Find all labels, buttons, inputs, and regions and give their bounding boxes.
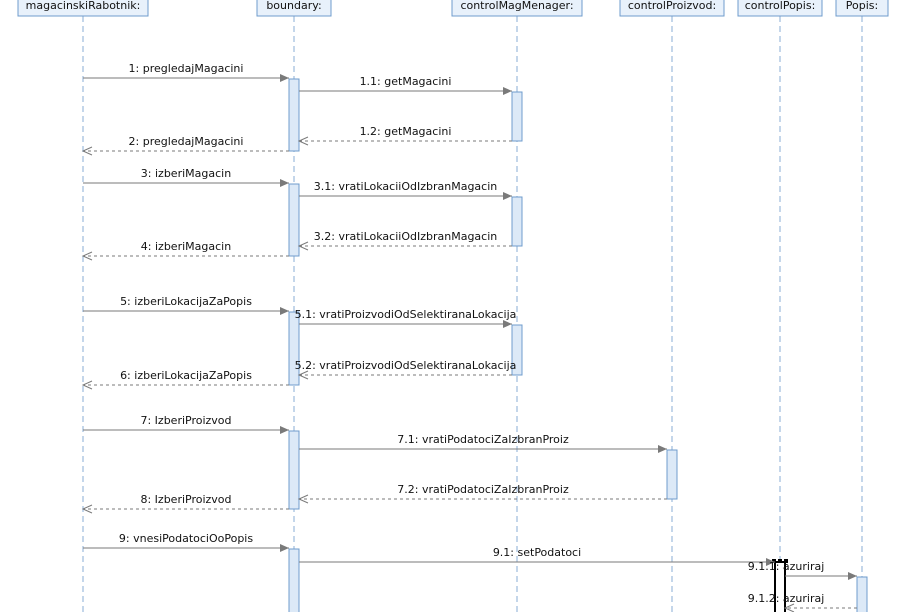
message-label: 6: izberiLokacijaZaPopis	[120, 369, 252, 382]
message-label: 7.2: vratiPodatociZaIzbranProiz	[397, 483, 569, 496]
message-reply[interactable]: 2: pregledajMagacini	[81, 135, 289, 156]
message-call[interactable]: 7.1: vratiPodatociZaIzbranProiz	[299, 433, 667, 453]
activation-bars	[288, 78, 868, 612]
lifeline-head[interactable]	[737, 0, 823, 17]
message-label: 3.2: vratiLokaciiOdIzbranMagacin	[314, 230, 498, 243]
message-label: 1.2: getMagacini	[360, 125, 452, 138]
message-label: 5.2: vratiProizvodiOdSelektiranaLokacija	[295, 359, 517, 372]
arrowhead-filled	[503, 87, 512, 95]
arrowhead-open	[783, 603, 795, 612]
message-label: 4: izberiMagacin	[141, 240, 231, 253]
activation-bar-boundary[interactable]	[288, 548, 300, 612]
selection-handle[interactable]	[778, 559, 782, 563]
lifeline-controlPopis[interactable]: controlPopis:	[737, 0, 823, 612]
message-call[interactable]: 1.1: getMagacini	[299, 75, 512, 95]
lifeline-head[interactable]	[17, 0, 149, 17]
lifeline-head[interactable]	[451, 0, 583, 17]
message-label: 7: IzberiProizvod	[140, 414, 231, 427]
activation-bar-boundary[interactable]	[288, 183, 300, 257]
arrowhead-open	[297, 241, 309, 251]
message-label: 1: pregledajMagacini	[129, 62, 244, 75]
message-label: 2: pregledajMagacini	[129, 135, 244, 148]
message-call[interactable]: 7: IzberiProizvod	[83, 414, 289, 434]
messages: 1: pregledajMagacini 1.1: getMagacini 1.2:…	[81, 62, 857, 612]
activation-bar-controlProiz[interactable]	[666, 449, 678, 500]
lifeline-head[interactable]	[619, 0, 725, 17]
lifeline-name: Popis:	[846, 0, 878, 12]
arrowhead-open	[81, 380, 93, 390]
message-reply[interactable]: 8: IzberiProizvod	[81, 493, 289, 514]
message-reply[interactable]: 3.2: vratiLokaciiOdIzbranMagacin	[297, 230, 512, 251]
arrowhead-filled	[658, 445, 667, 453]
arrowhead-open	[81, 146, 93, 156]
lifeline-name: controlPopis:	[745, 0, 816, 12]
message-reply[interactable]: 6: izberiLokacijaZaPopis	[81, 369, 289, 390]
arrowhead-filled	[280, 544, 289, 552]
arrowhead-filled	[280, 179, 289, 187]
lifeline-magacinski[interactable]: magacinskiRabotnik:	[17, 0, 149, 612]
lifeline-name: magacinskiRabotnik:	[26, 0, 141, 12]
message-label: 7.1: vratiPodatociZaIzbranProiz	[397, 433, 569, 446]
arrowhead-open	[297, 136, 309, 146]
activation-bar-boundary[interactable]	[288, 78, 300, 152]
message-call[interactable]: 9.1.1: azuriraj	[748, 560, 857, 580]
lifeline-name: controlMagMenager:	[460, 0, 573, 12]
message-call[interactable]: 9: vnesiPodatociOoPopis	[83, 532, 289, 552]
arrowhead-filled	[503, 192, 512, 200]
message-label: 3.1: vratiLokaciiOdIzbranMagacin	[314, 180, 498, 193]
arrowhead-open	[297, 370, 309, 380]
message-label: 9.1.2: azuriraj	[748, 592, 825, 605]
message-label: 3: izberiMagacin	[141, 167, 231, 180]
message-reply[interactable]: 5.2: vratiProizvodiOdSelektiranaLokacija	[295, 359, 517, 380]
arrowhead-open	[81, 251, 93, 261]
message-call[interactable]: 5: izberiLokacijaZaPopis	[83, 295, 289, 315]
message-call[interactable]: 9.1: setPodatoci	[299, 546, 775, 566]
message-label: 9.1.1: azuriraj	[748, 560, 825, 573]
message-label: 9: vnesiPodatociOoPopis	[119, 532, 253, 545]
lifeline-name: controlProizvod:	[628, 0, 716, 12]
arrowhead-filled	[280, 307, 289, 315]
lifeline-name: boundary:	[266, 0, 321, 12]
lifeline-controlProiz[interactable]: controlProizvod:	[619, 0, 725, 612]
message-label: 5.1: vratiProizvodiOdSelektiranaLokacija	[295, 308, 517, 321]
activation-bar-controlMag[interactable]	[511, 324, 523, 376]
activation-bar-boundary[interactable]	[288, 311, 300, 386]
message-reply[interactable]: 9.1.2: azuriraj	[748, 592, 857, 612]
selection-handle[interactable]	[784, 559, 788, 563]
lifelines: magacinskiRabotnik: boundary: controlMagMe…	[17, 0, 889, 612]
message-reply[interactable]: 1.2: getMagacini	[297, 125, 512, 146]
activation-bar-popis[interactable]	[856, 576, 868, 612]
lifeline-controlMag[interactable]: controlMagMenager:	[451, 0, 583, 612]
arrowhead-filled	[503, 320, 512, 328]
arrowhead-open	[81, 504, 93, 514]
activation-bar-boundary[interactable]	[288, 430, 300, 510]
lifeline-head[interactable]	[256, 0, 332, 17]
lifeline-head[interactable]	[835, 0, 889, 17]
message-call[interactable]: 3: izberiMagacin	[83, 167, 289, 187]
message-label: 8: IzberiProizvod	[140, 493, 231, 506]
message-label: 1.1: getMagacini	[360, 75, 452, 88]
arrowhead-open	[297, 494, 309, 504]
message-reply[interactable]: 7.2: vratiPodatociZaIzbranProiz	[297, 483, 667, 504]
arrowhead-filled	[766, 558, 775, 566]
arrowhead-filled	[280, 426, 289, 434]
message-call[interactable]: 5.1: vratiProizvodiOdSelektiranaLokacija	[295, 308, 517, 328]
arrowhead-filled	[280, 74, 289, 82]
message-call[interactable]: 3.1: vratiLokaciiOdIzbranMagacin	[299, 180, 512, 200]
activation-bar-controlMag[interactable]	[511, 91, 523, 142]
message-label: 5: izberiLokacijaZaPopis	[120, 295, 252, 308]
message-reply[interactable]: 4: izberiMagacin	[81, 240, 289, 261]
message-label: 9.1: setPodatoci	[493, 546, 581, 559]
lifeline-boundary[interactable]: boundary:	[256, 0, 332, 612]
lifeline-popis[interactable]: Popis:	[835, 0, 889, 612]
activation-bar-controlMag[interactable]	[511, 196, 523, 247]
message-call[interactable]: 1: pregledajMagacini	[83, 62, 289, 82]
arrowhead-filled	[848, 572, 857, 580]
selection-handle[interactable]	[772, 559, 776, 563]
